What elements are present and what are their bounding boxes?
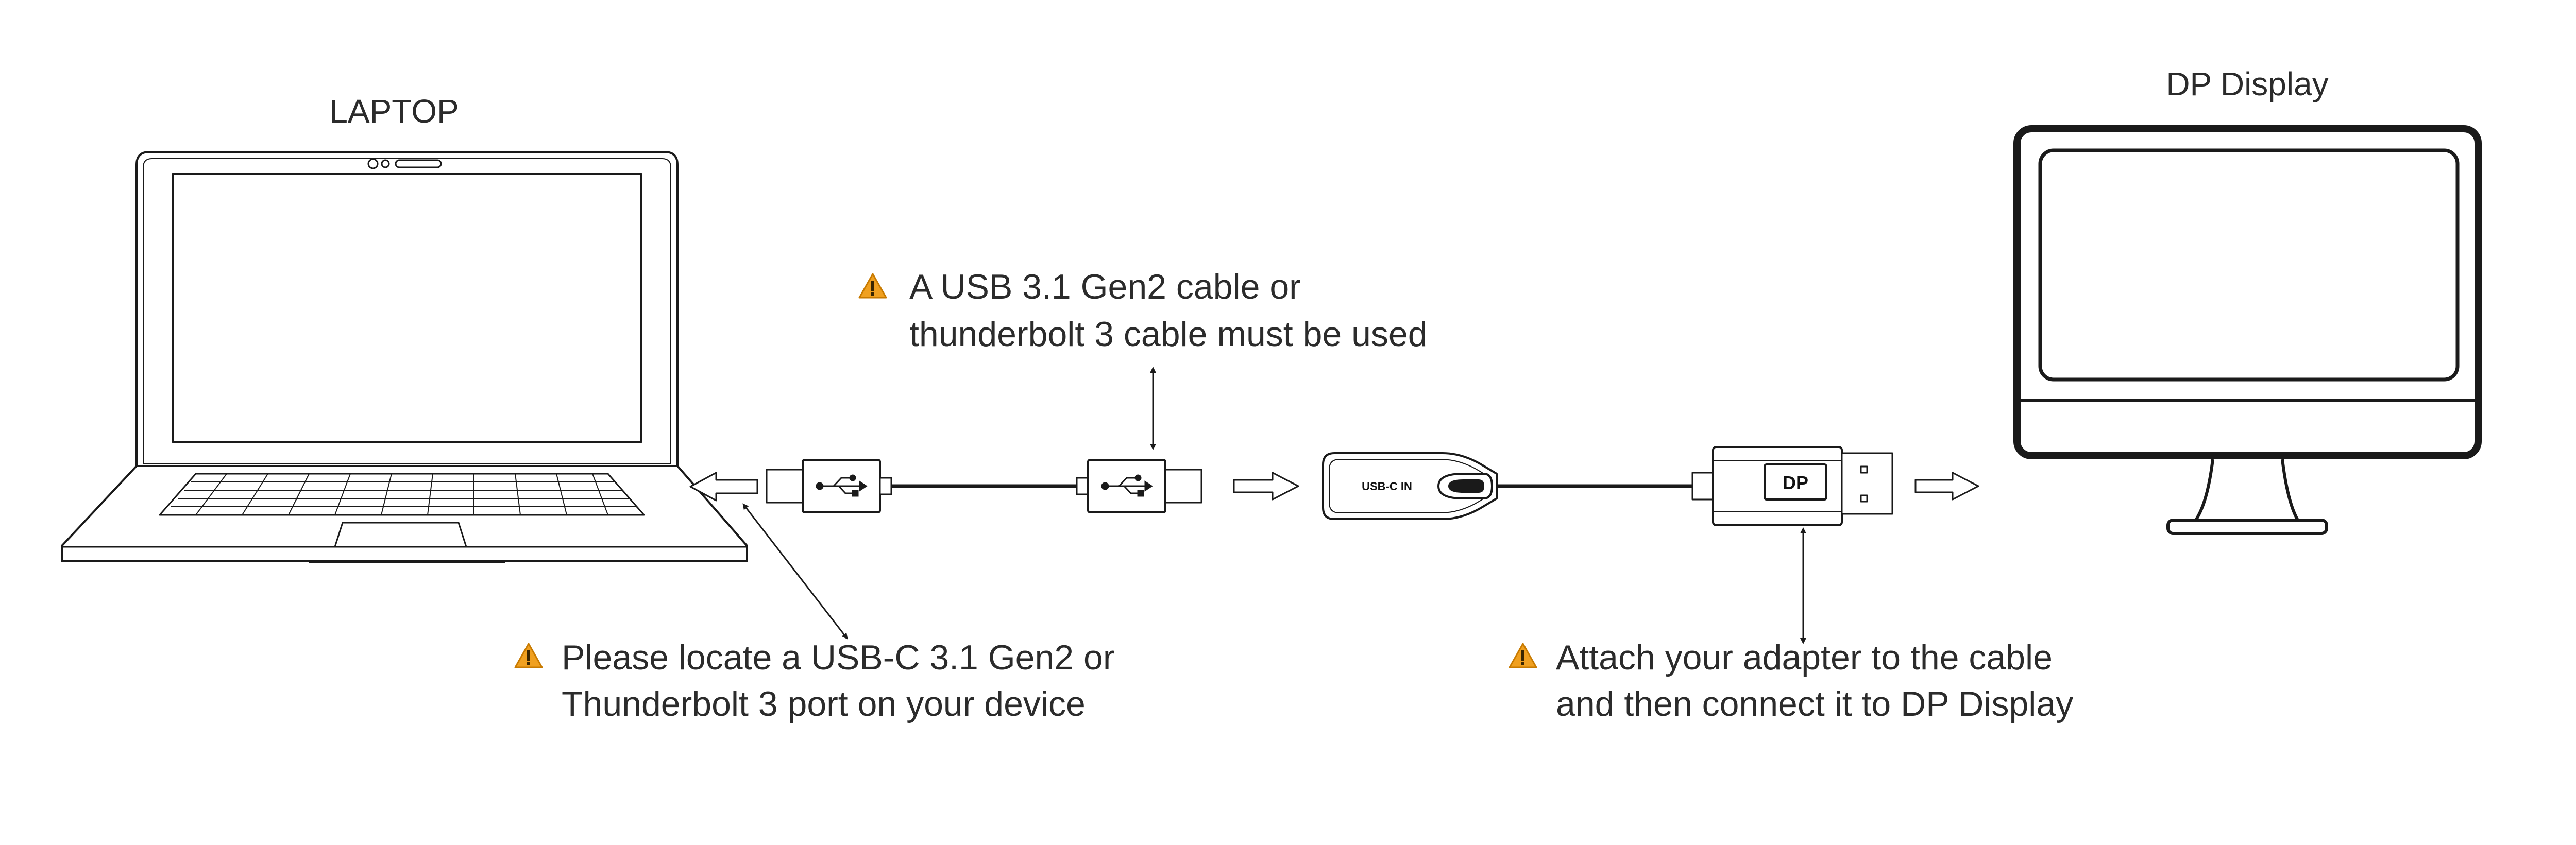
attach-note-line2: and then connect it to DP Display	[1556, 684, 2073, 723]
touchpad	[334, 522, 467, 548]
display-screen	[2038, 148, 2460, 382]
attach-note-line1: Attach your adapter to the cable	[1556, 638, 2053, 677]
dp-display	[2013, 125, 2482, 535]
laptop	[61, 151, 748, 563]
usb-symbol-icon	[816, 474, 868, 497]
laptop-screen	[172, 173, 642, 443]
port-note-line1: Please locate a USB-C 3.1 Gen2 or	[562, 638, 1114, 677]
display-label: DP Display	[2166, 65, 2328, 102]
laptop-label: LAPTOP	[329, 93, 459, 130]
adapter-output-label: DP	[1783, 472, 1808, 493]
keyboard	[159, 473, 645, 516]
cable-note-line1: A USB 3.1 Gen2 cable or	[909, 267, 1301, 306]
warning-triangle-icon	[858, 273, 887, 299]
camera-icon	[367, 158, 379, 169]
usb-c-to-dp-adapter	[1322, 446, 1893, 526]
warning-triangle-icon	[514, 643, 543, 668]
usb-symbol-icon	[1101, 474, 1153, 497]
adapter-input-label: USB-C IN	[1362, 480, 1412, 493]
port-note: Please locate a USB-C 3.1 Gen2 or Thunde…	[514, 638, 1114, 723]
cable-note-line2: thunderbolt 3 cable must be used	[909, 315, 1428, 354]
warning-triangle-icon	[1509, 643, 1537, 668]
hollow-arrow-icon	[689, 472, 758, 502]
hollow-arrow-icon	[1233, 472, 1299, 501]
port-callout-leader	[742, 503, 848, 640]
cable-note: A USB 3.1 Gen2 cable or thunderbolt 3 ca…	[858, 267, 1428, 354]
attach-note: Attach your adapter to the cable and the…	[1509, 638, 2073, 723]
port-note-line2: Thunderbolt 3 port on your device	[562, 684, 1086, 723]
hollow-arrow-icon	[1914, 472, 1979, 501]
